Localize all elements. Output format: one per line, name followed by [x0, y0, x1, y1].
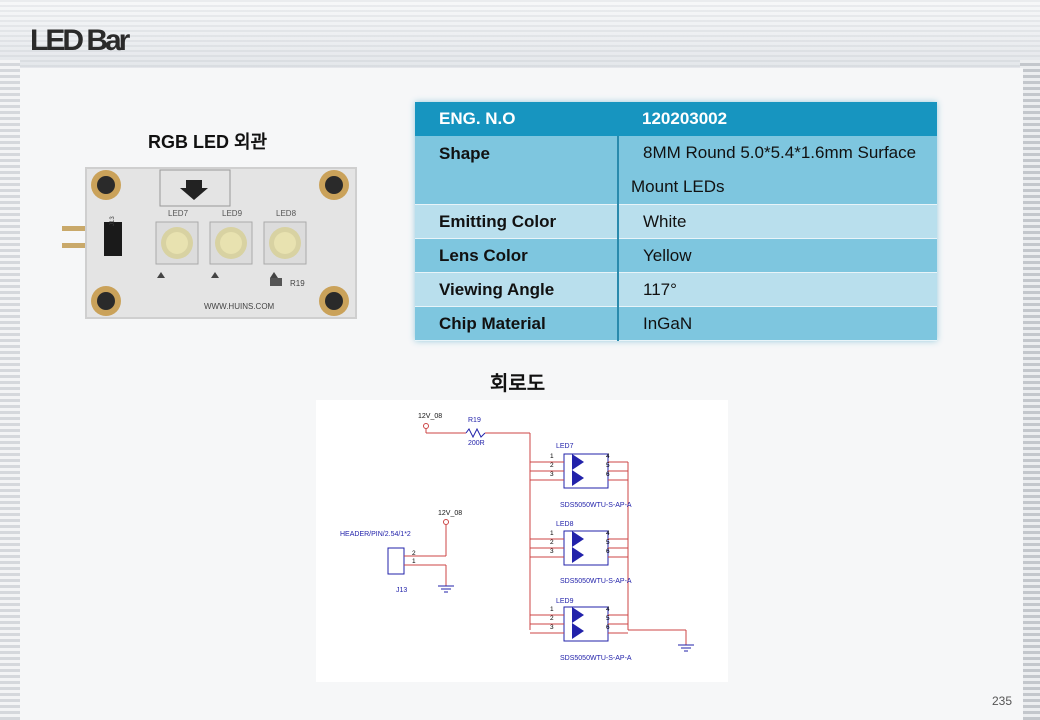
spec-value: 117° — [618, 272, 937, 307]
schematic-diagram: 12V_08 R19 200R LED7 1 2 3 4 5 6 SDS5050… — [316, 400, 728, 682]
led-component — [209, 221, 253, 265]
arrow-down-icon — [180, 180, 208, 200]
svg-text:3: 3 — [550, 471, 554, 478]
svg-text:2: 2 — [550, 615, 554, 622]
svg-text:5: 5 — [606, 539, 610, 546]
led-part: SDS5050WTU-S-AP-A — [560, 502, 632, 509]
left-stripe — [0, 60, 20, 720]
spec-value: InGaN — [618, 306, 937, 341]
led-ref: LED8 — [556, 521, 574, 528]
spec-key: Viewing Angle — [415, 272, 619, 307]
silk-url: WWW.HUINS.COM — [204, 302, 275, 311]
header-label: HEADER/PIN/2.54/1*2 — [340, 531, 411, 538]
spec-header-row: ENG. N.O 120203002 — [415, 102, 937, 136]
spec-row: Shape 8MM Round 5.0*5.4*1.6mm Surface Mo… — [415, 136, 937, 205]
resistor-value: 200R — [468, 440, 485, 447]
header-ref: J13 — [396, 587, 407, 594]
svg-text:1: 1 — [412, 558, 416, 565]
spec-row: Viewing Angle 117° — [415, 272, 937, 307]
resistor-ref: R19 — [468, 417, 481, 424]
svg-text:4: 4 — [606, 453, 610, 460]
spec-header-value: 120203002 — [618, 102, 937, 136]
silk-resistor: R19 — [290, 279, 305, 288]
spec-row: Lens Color Yellow — [415, 238, 937, 273]
svg-text:4: 4 — [606, 530, 610, 537]
svg-text:5: 5 — [606, 615, 610, 622]
svg-text:2: 2 — [550, 462, 554, 469]
spec-row: Chip Material InGaN — [415, 306, 937, 341]
ground-symbol — [438, 585, 454, 593]
spec-row: Emitting Color White — [415, 204, 937, 239]
led-part: SDS5050WTU-S-AP-A — [560, 578, 632, 585]
svg-text:6: 6 — [606, 471, 610, 478]
spec-value: Yellow — [618, 238, 937, 273]
svg-text:3: 3 — [550, 548, 554, 555]
svg-text:4: 4 — [606, 606, 610, 613]
led-ref: LED7 — [556, 443, 574, 450]
spec-value: White — [618, 204, 937, 239]
svg-text:1: 1 — [550, 606, 554, 613]
svg-text:2: 2 — [412, 550, 416, 557]
spec-value: 8MM Round 5.0*5.4*1.6mm Surface Mount LE… — [618, 136, 937, 205]
header-symbol — [387, 547, 405, 575]
svg-text:1: 1 — [550, 453, 554, 460]
led-part: SDS5050WTU-S-AP-A — [560, 655, 632, 662]
photo-caption: RGB LED 외관 — [148, 132, 268, 152]
svg-text:6: 6 — [606, 548, 610, 555]
led-group: LED7 1 2 3 4 5 6 SDS5050WTU-S-AP-A — [530, 443, 632, 509]
ground-symbol — [678, 644, 694, 652]
spec-key: Shape — [415, 136, 619, 205]
mounting-hole — [91, 170, 121, 200]
led-component — [155, 221, 199, 265]
resistor-symbol — [465, 427, 486, 439]
mounting-hole — [319, 286, 349, 316]
page-number: 235 — [992, 694, 1013, 708]
header-band — [0, 0, 1040, 70]
led-group: LED9 1 2 3 4 5 6 SDS5050WTU-S-AP-A — [530, 598, 632, 662]
svg-text:6: 6 — [606, 624, 610, 631]
spec-key: Chip Material — [415, 306, 619, 341]
resistor-component — [270, 278, 282, 286]
silk-header: J13 — [110, 216, 116, 226]
spec-table: ENG. N.O 120203002 Shape 8MM Round 5.0*5… — [415, 102, 937, 341]
supply-label: 12V_08 — [418, 413, 442, 420]
mounting-hole — [91, 286, 121, 316]
silk-led8: LED8 — [276, 209, 297, 218]
schematic-caption: 회로도 — [490, 373, 546, 395]
svg-text:3: 3 — [550, 624, 554, 631]
supply-label: 12V_08 — [438, 510, 462, 517]
spec-key: Emitting Color — [415, 204, 619, 239]
right-stripe — [1020, 60, 1040, 720]
silk-led7: LED7 — [168, 209, 189, 218]
mounting-hole — [319, 170, 349, 200]
header-connector — [104, 222, 122, 256]
led-group: LED8 1 2 3 4 5 6 SDS5050WTU-S-AP-A — [530, 521, 632, 585]
spec-key: Lens Color — [415, 238, 619, 273]
led-component — [263, 221, 307, 265]
svg-text:2: 2 — [550, 539, 554, 546]
svg-text:1: 1 — [550, 530, 554, 537]
spec-header-key: ENG. N.O — [415, 102, 618, 136]
led-ref: LED9 — [556, 598, 574, 605]
svg-text:5: 5 — [606, 462, 610, 469]
led-bar-photo: LED7 LED9 LED8 R19 WWW.HUINS.COM J13 — [62, 167, 357, 319]
page-title: LED Bar — [30, 24, 130, 57]
silk-led9: LED9 — [222, 209, 243, 218]
